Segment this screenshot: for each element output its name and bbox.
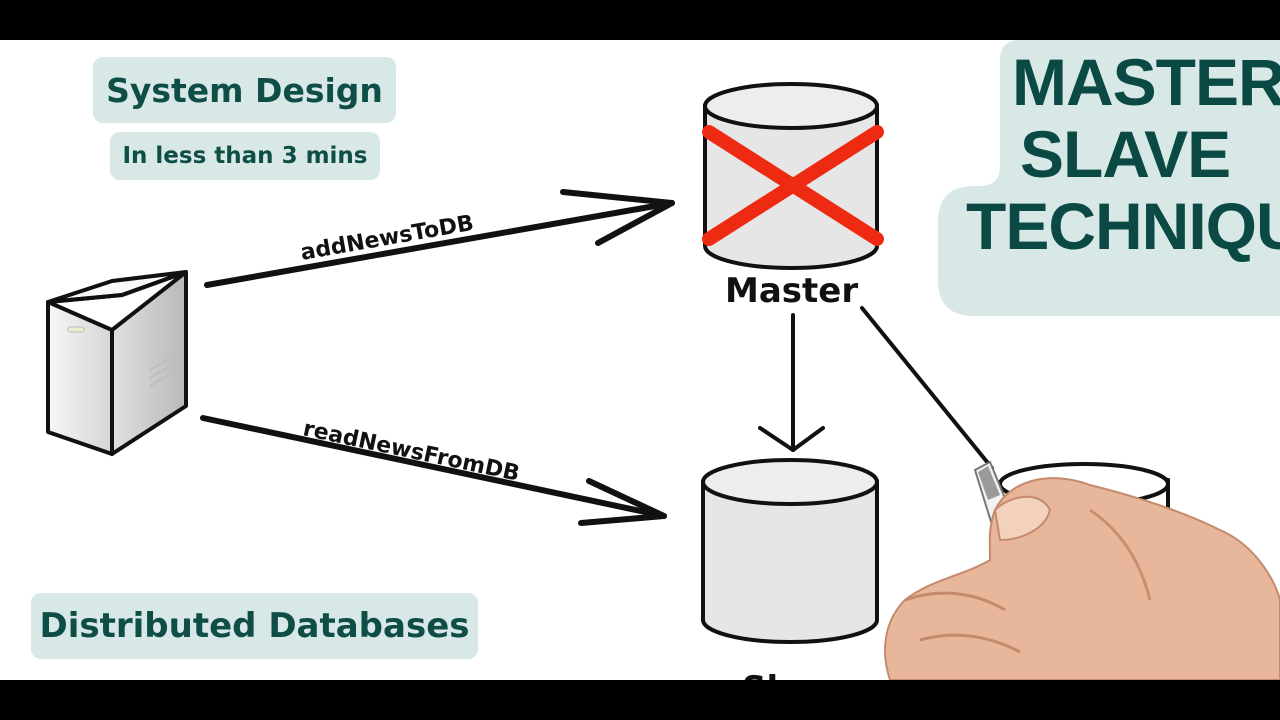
title-card-background — [938, 40, 1280, 316]
letterbox-top — [0, 0, 1280, 40]
slave-database-icon — [701, 458, 879, 644]
letterbox-bottom — [0, 680, 1280, 720]
title-card: MASTER- SLAVE TECHNIQUE — [938, 40, 1280, 316]
arrow-read-news-label: readNewsFromDB — [301, 416, 522, 486]
diagram: addNewsToDB readNewsFromDB Master — [46, 82, 1280, 680]
title-text: MASTER- SLAVE TECHNIQUE — [938, 46, 1280, 262]
master-label: Master — [725, 271, 858, 311]
arrow-read-news — [200, 415, 667, 526]
arrow-add-news-label: addNewsToDB — [299, 211, 476, 266]
topic-badge: System Design — [93, 57, 396, 123]
title-line-2: SLAVE — [1020, 117, 1231, 191]
title-line-1: MASTER- — [1012, 45, 1280, 119]
master-failed-cross-icon — [702, 125, 884, 246]
category-badge: Distributed Databases — [31, 593, 478, 659]
subtitle-badge: In less than 3 mins — [110, 132, 380, 180]
server-icon — [46, 270, 188, 456]
hand-with-marker-icon — [884, 460, 1280, 680]
title-line-3: TECHNIQUE — [966, 189, 1280, 263]
arrow-replication — [758, 313, 825, 452]
arrow-replication-second — [860, 306, 994, 470]
video-frame: addNewsToDB readNewsFromDB Master — [0, 40, 1280, 680]
arrow-add-news — [204, 189, 675, 288]
slave-label: Slave — [742, 669, 846, 680]
